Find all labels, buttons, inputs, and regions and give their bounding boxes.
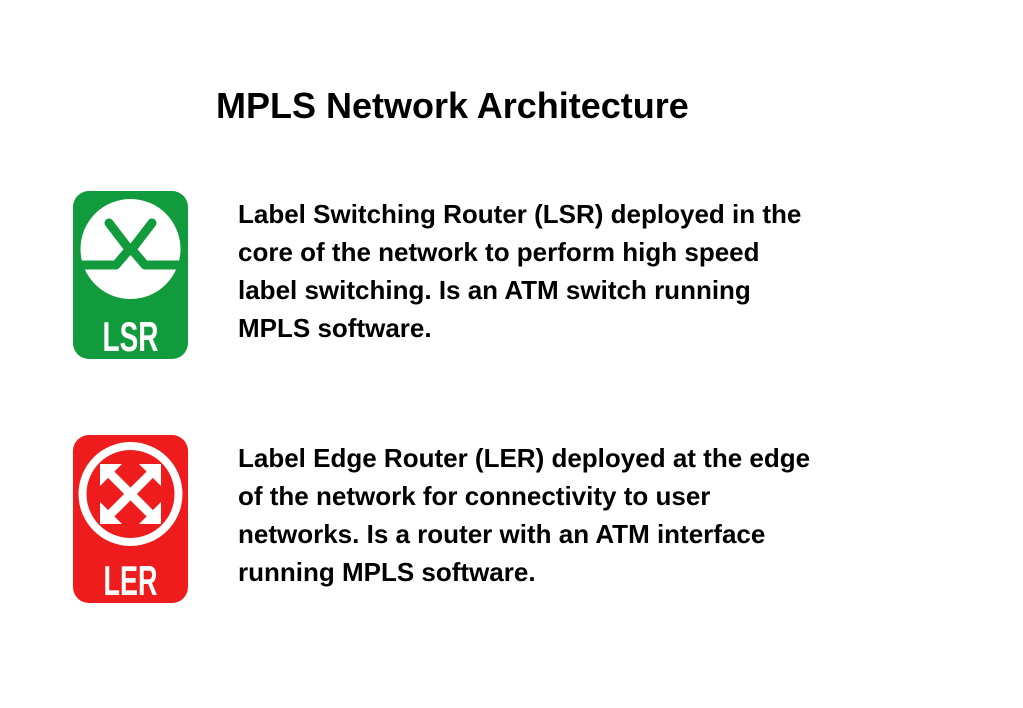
ler-description-line: networks. Is a router with an ATM interf… bbox=[238, 519, 766, 549]
ler-router-icon: LER bbox=[72, 434, 189, 604]
lsr-description-line: Label Switching Router (LSR) deployed in… bbox=[238, 199, 802, 229]
ler-description-line: running MPLS software. bbox=[238, 557, 536, 587]
lsr-description: Label Switching Router (LSR) deployed in… bbox=[238, 195, 958, 347]
ler-description-line: Label Edge Router (LER) deployed at the … bbox=[238, 443, 811, 473]
lsr-badge-label: LSR bbox=[103, 313, 159, 360]
lsr-description-line: label switching. Is an ATM switch runnin… bbox=[238, 275, 751, 305]
lsr-router-icon: LSR bbox=[72, 190, 189, 360]
ler-description-line: of the network for connectivity to user bbox=[238, 481, 711, 511]
lsr-description-line: MPLS software. bbox=[238, 313, 432, 343]
ler-badge-label: LER bbox=[104, 557, 158, 604]
page-title: MPLS Network Architecture bbox=[216, 85, 689, 126]
ler-description: Label Edge Router (LER) deployed at the … bbox=[238, 439, 958, 591]
lsr-description-line: core of the network to perform high spee… bbox=[238, 237, 760, 267]
